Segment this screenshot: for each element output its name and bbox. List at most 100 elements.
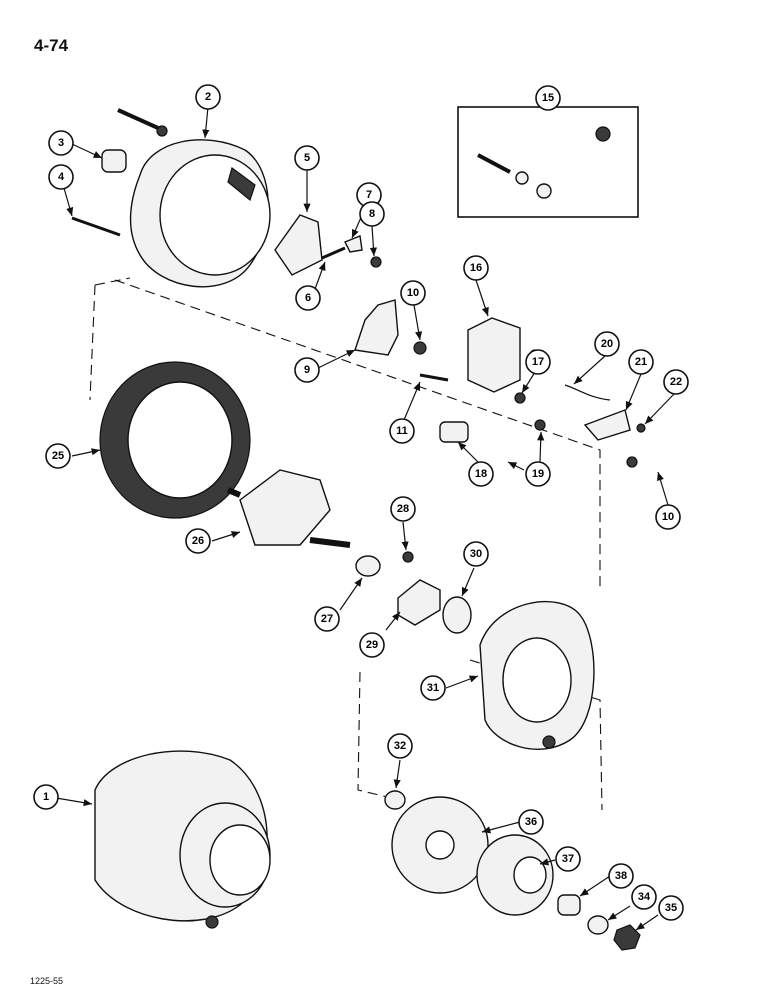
bearing-30 [442, 596, 472, 634]
svg-text:29: 29 [366, 639, 378, 651]
nut [370, 256, 382, 268]
svg-text:19: 19 [532, 468, 544, 480]
callout-22: 22 [663, 369, 689, 395]
svg-text:16: 16 [470, 262, 482, 274]
callout-20: 20 [594, 331, 620, 357]
bolt-top [117, 108, 168, 137]
callout-16: 16 [463, 255, 489, 281]
callout-19: 19 [525, 461, 551, 487]
callout-27: 27 [314, 606, 340, 632]
kit-box [457, 106, 639, 218]
bracket-21 [583, 409, 631, 441]
callout-18: 18 [468, 461, 494, 487]
lead-wire [564, 384, 611, 401]
callout-4: 4 [48, 164, 74, 190]
nut-22 [636, 423, 646, 433]
brush-holder [354, 299, 399, 356]
capacitor [439, 421, 469, 443]
callout-1: 1 [33, 784, 59, 810]
spacer-38 [557, 894, 581, 916]
fan [391, 796, 489, 894]
through-bolt [71, 216, 121, 237]
callout-38: 38 [608, 863, 634, 889]
svg-text:22: 22 [670, 376, 682, 388]
svg-text:17: 17 [532, 356, 544, 368]
rotor [226, 469, 351, 548]
svg-text:37: 37 [562, 853, 574, 865]
svg-text:9: 9 [304, 364, 310, 376]
callout-9: 9 [294, 357, 320, 383]
svg-text:25: 25 [52, 450, 64, 462]
svg-text:18: 18 [475, 468, 487, 480]
callout-10-upper: 10 [400, 280, 426, 306]
callout-29: 29 [359, 632, 385, 658]
callout-34: 34 [631, 884, 657, 910]
svg-text:35: 35 [665, 902, 677, 914]
svg-text:4: 4 [58, 171, 65, 183]
svg-text:21: 21 [635, 356, 647, 368]
screw-10a [413, 341, 427, 355]
svg-text:31: 31 [427, 682, 439, 694]
callout-21: 21 [628, 349, 654, 375]
callout-25: 25 [45, 443, 71, 469]
svg-text:1: 1 [43, 791, 49, 803]
svg-text:32: 32 [394, 740, 406, 752]
spacer-32 [384, 790, 406, 810]
svg-text:30: 30 [470, 548, 482, 560]
screw-10b [626, 456, 638, 468]
svg-text:28: 28 [397, 503, 409, 515]
callout-32: 32 [387, 733, 413, 759]
callout-36: 36 [518, 809, 544, 835]
assembly-dashed-line [89, 277, 603, 811]
svg-text:15: 15 [542, 92, 554, 104]
screw-17 [514, 392, 526, 404]
retainer-plate [397, 579, 441, 626]
page-number: 4-74 [34, 36, 69, 55]
callout-2: 2 [195, 84, 221, 110]
bracket [274, 214, 323, 276]
callout-11: 11 [389, 418, 415, 444]
rectifier-bridge [467, 317, 521, 393]
rear-housing [129, 139, 271, 288]
svg-text:27: 27 [321, 613, 333, 625]
callout-15: 15 [535, 85, 561, 111]
callout-28: 28 [390, 496, 416, 522]
screw-19 [534, 419, 546, 431]
callout-26: 26 [185, 528, 211, 554]
svg-text:6: 6 [305, 292, 311, 304]
callout-31: 31 [420, 675, 446, 701]
svg-text:2: 2 [205, 91, 211, 103]
pulley [476, 834, 554, 916]
svg-text:20: 20 [601, 338, 613, 350]
svg-text:3: 3 [58, 137, 64, 149]
alternator-assembly [94, 750, 271, 929]
callout-35: 35 [658, 895, 684, 921]
pulley-nut [613, 924, 641, 951]
screw [321, 246, 346, 260]
washer [587, 915, 609, 935]
drive-end-frame [479, 600, 595, 750]
svg-text:10: 10 [407, 287, 419, 299]
callout-30: 30 [463, 541, 489, 567]
bushing [101, 149, 127, 173]
svg-text:7: 7 [366, 189, 372, 201]
callout-17: 17 [525, 349, 551, 375]
screw-11 [419, 373, 449, 382]
callout-10-lower: 10 [655, 504, 681, 530]
kit-hardware [477, 126, 611, 199]
stator [99, 361, 251, 519]
callout-8: 8 [359, 201, 385, 227]
svg-text:5: 5 [304, 152, 310, 164]
svg-text:8: 8 [369, 208, 375, 220]
svg-text:34: 34 [638, 891, 651, 903]
figure-code: 1225-55 [30, 976, 64, 986]
svg-text:10: 10 [662, 511, 674, 523]
bearing-27 [355, 555, 381, 577]
leader-lines [55, 106, 675, 931]
screw-28 [402, 551, 414, 563]
svg-text:26: 26 [192, 535, 204, 547]
svg-text:11: 11 [396, 425, 408, 437]
callout-3: 3 [48, 130, 74, 156]
callout-37: 37 [555, 846, 581, 872]
